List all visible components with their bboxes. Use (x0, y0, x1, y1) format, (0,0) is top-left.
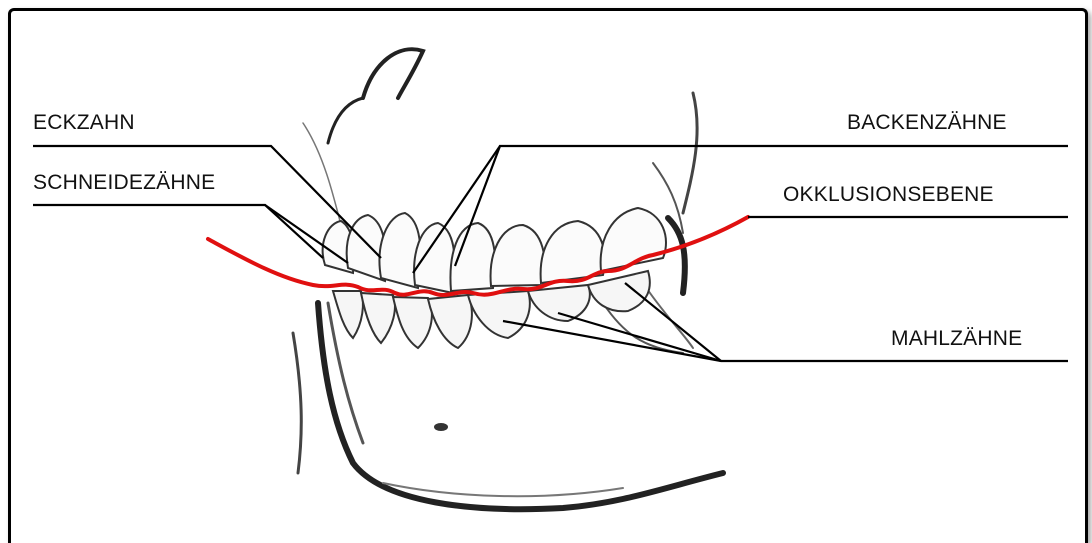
label-backenzaehne: BACKENZÄHNE (847, 111, 1007, 135)
label-okklusionsebene: OKKLUSIONSEBENE (783, 183, 994, 207)
nose-sketch (303, 49, 697, 233)
mahlzaehne-leader-2 (558, 313, 721, 361)
label-eckzahn: ECKZAHN (33, 111, 135, 135)
label-schneidezaehne: SCHNEIDEZÄHNE (33, 171, 215, 195)
label-mahlzaehne: MAHLZÄHNE (891, 327, 1022, 351)
schneidezaehne-leader (33, 205, 323, 258)
mahlzaehne-leader-3 (625, 283, 721, 361)
teeth-illustration (11, 11, 1088, 543)
diagram-frame: ECKZAHN SCHNEIDEZÄHNE BACKENZÄHNE OKKLUS… (8, 8, 1088, 543)
